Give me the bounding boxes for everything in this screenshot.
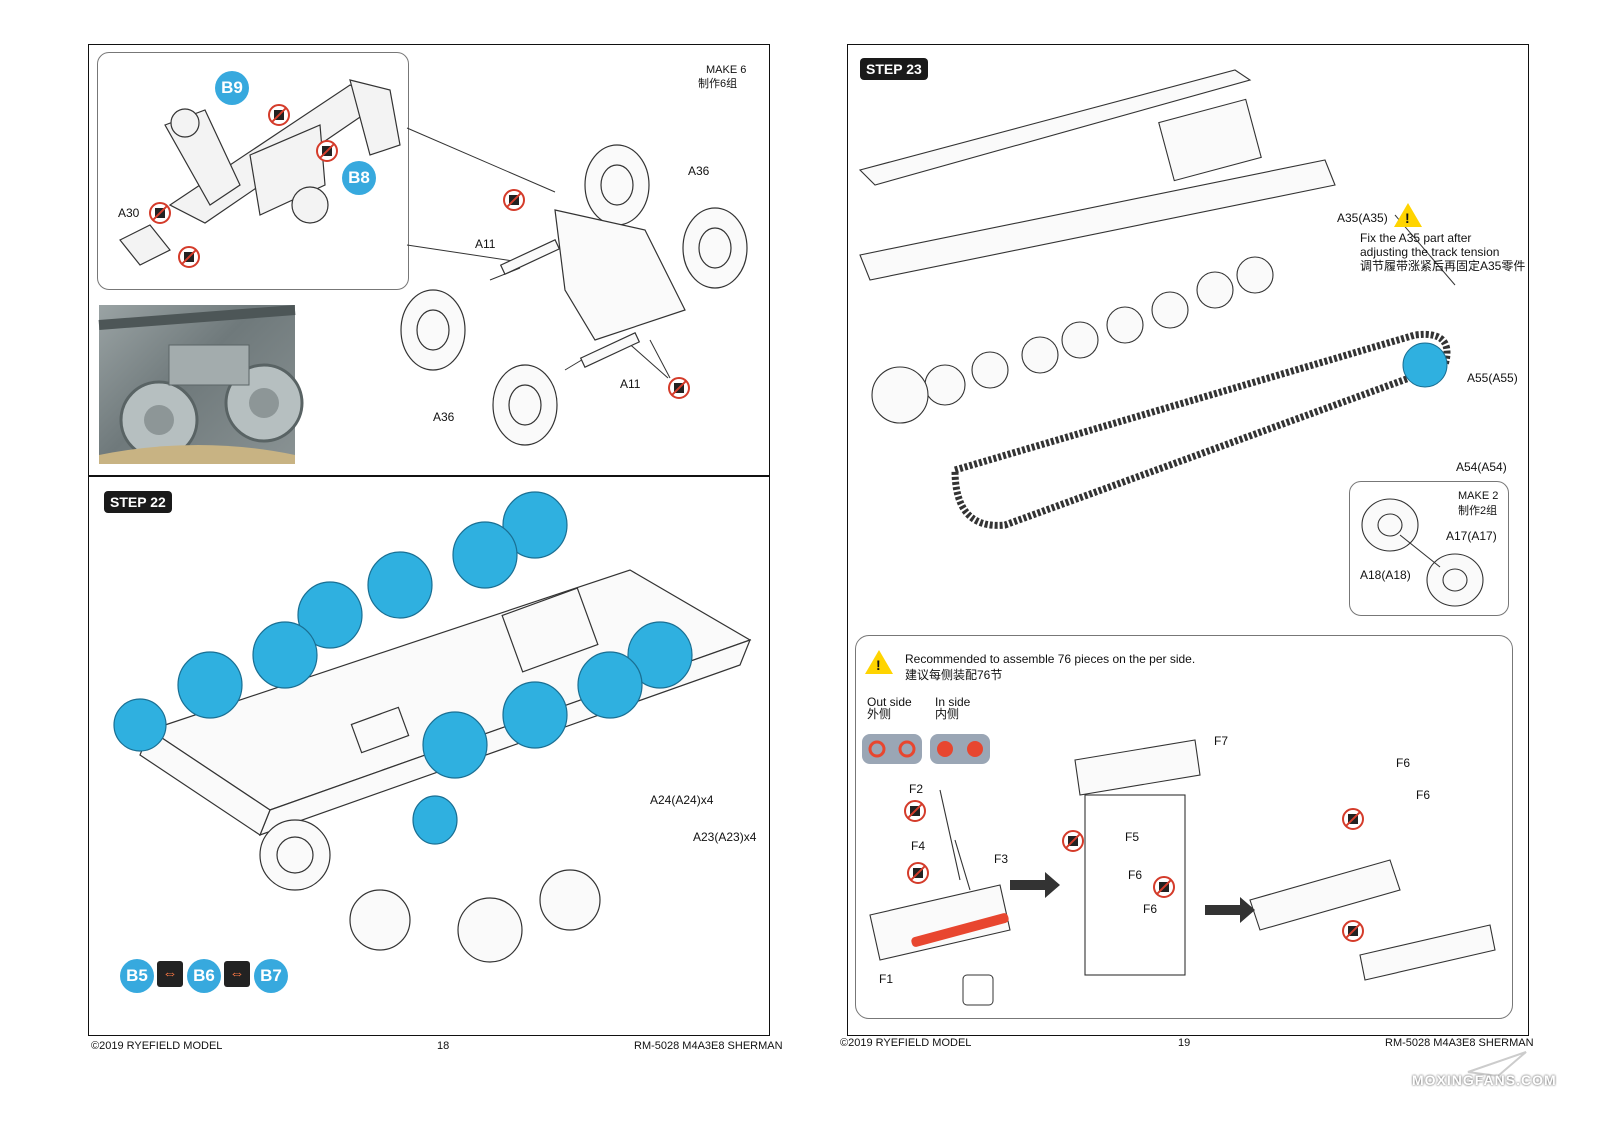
a35-note-en-line2: adjusting the track tension <box>1360 245 1500 259</box>
track-side-indicators <box>862 734 990 764</box>
warning-exclamation: ! <box>1405 210 1410 226</box>
part-label-a24: A24(A24)x4 <box>650 793 714 807</box>
part-badge-b8: B8 <box>342 161 376 195</box>
no-cement-icon <box>268 104 290 126</box>
watermark-logo <box>1438 1050 1558 1078</box>
part-label-f1: F1 <box>879 972 894 986</box>
step-23-title: STEP 23 <box>860 58 928 80</box>
part-label-f6-a: F6 <box>1128 868 1143 882</box>
swap-icon: ⇔ <box>224 961 250 987</box>
left-page-frame <box>88 44 770 1036</box>
part-badge-b6: B6 <box>187 959 221 993</box>
outside-label-cn: 外侧 <box>867 707 892 721</box>
bogie-arm-drawing <box>119 79 401 266</box>
part-badge-b7: B7 <box>254 959 288 993</box>
part-label-f6-b: F6 <box>1143 902 1158 916</box>
footer-copyright: ©2019 RYEFIELD MODEL <box>91 1040 223 1052</box>
idler-callout <box>1349 481 1509 616</box>
part-label-f4: F4 <box>911 839 926 853</box>
part-label-a18: A18(A18) <box>1360 568 1411 582</box>
make-count-en: MAKE 2 <box>1458 490 1499 502</box>
part-label-f6-c: F6 <box>1396 756 1411 770</box>
outside-label-en: Out side <box>867 695 912 709</box>
footer-product: RM-5028 M4A3E8 SHERMAN <box>1385 1037 1534 1049</box>
footer-page-number: 18 <box>437 1040 450 1052</box>
no-cement-icon <box>1342 920 1364 942</box>
no-cement-icon <box>149 202 171 224</box>
footer-page-number: 19 <box>1178 1037 1191 1049</box>
inside-label-cn: 内侧 <box>935 707 960 721</box>
watermark-text: MOXINGFANS.COM <box>1412 1072 1557 1088</box>
track-installation-drawing <box>858 69 1456 529</box>
track-count-note-en: Recommended to assemble 76 pieces on the… <box>905 652 1196 666</box>
track-link-callout <box>855 635 1513 1019</box>
make-count-en: MAKE 6 <box>706 64 747 76</box>
no-cement-icon <box>178 246 200 268</box>
part-label-f5: F5 <box>1125 830 1140 844</box>
part-label-a54: A54(A54) <box>1456 460 1507 474</box>
no-cement-icon <box>316 140 338 162</box>
bogie-exploded-drawing <box>400 144 748 446</box>
sub-assembly-callout <box>97 52 409 290</box>
a35-note-cn: 调节履带涨紧后再固定A35零件 <box>1360 259 1526 273</box>
part-label-a23: A23(A23)x4 <box>693 830 757 844</box>
part-label-a11-bottom: A11 <box>620 377 641 391</box>
part-label-a55: A55(A55) <box>1467 371 1518 385</box>
part-label-a36-top: A36 <box>688 164 710 178</box>
part-label-f6-d: F6 <box>1416 788 1431 802</box>
step-22-title: STEP 22 <box>104 491 172 513</box>
no-cement-icon <box>503 189 525 211</box>
no-cement-icon <box>1342 808 1364 830</box>
no-cement-icon <box>907 862 929 884</box>
part-badge-b9: B9 <box>215 71 249 105</box>
footer-product: RM-5028 M4A3E8 SHERMAN <box>634 1040 783 1052</box>
warning-exclamation: ! <box>876 657 881 673</box>
no-cement-icon <box>904 800 926 822</box>
track-count-note-cn: 建议每侧装配76节 <box>905 668 1003 682</box>
warning-icon <box>1394 203 1422 227</box>
idler-wheel-drawing <box>1361 498 1484 607</box>
make-count-cn: 制作2组 <box>1458 505 1498 517</box>
swap-icon: ⇔ <box>157 961 183 987</box>
a35-note-en-line1: Fix the A35 part after <box>1360 231 1472 245</box>
right-page-frame <box>847 44 1529 1036</box>
warning-icon <box>865 650 893 674</box>
part-badge-b5: B5 <box>120 959 154 993</box>
part-label-a30: A30 <box>118 206 140 220</box>
hull-suspension-drawing <box>113 491 752 963</box>
part-label-a35: A35(A35) <box>1337 211 1388 225</box>
step-divider <box>88 475 770 477</box>
part-label-a36-bottom: A36 <box>433 410 455 424</box>
part-label-f3: F3 <box>994 852 1009 866</box>
part-label-f2: F2 <box>909 782 924 796</box>
make-count-cn: 制作6组 <box>698 78 738 90</box>
footer-copyright: ©2019 RYEFIELD MODEL <box>840 1037 972 1049</box>
part-label-f7: F7 <box>1214 734 1229 748</box>
part-label-a11-top: A11 <box>475 237 496 251</box>
reference-photo <box>98 305 304 464</box>
inside-label-en: In side <box>935 695 971 709</box>
part-label-a17: A17(A17) <box>1446 529 1497 543</box>
no-cement-icon <box>1062 830 1084 852</box>
no-cement-icon <box>1153 876 1175 898</box>
track-link-assembly-drawing <box>869 739 1496 1006</box>
no-cement-icon <box>668 377 690 399</box>
callout-leader-lines <box>406 127 671 379</box>
